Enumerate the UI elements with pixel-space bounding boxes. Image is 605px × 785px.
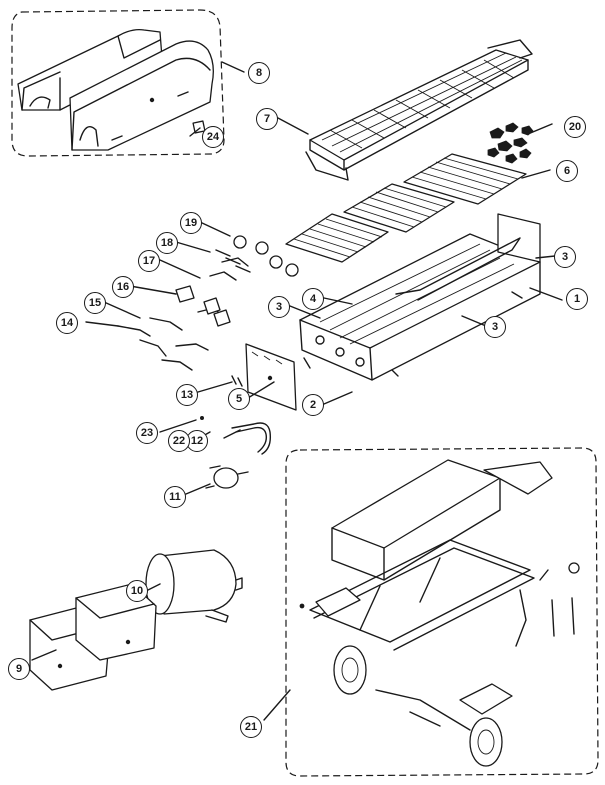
callout-21[interactable]: 21	[240, 716, 262, 738]
callout-23[interactable]: 23	[136, 422, 158, 444]
callout-10[interactable]: 10	[126, 580, 148, 602]
callout-15[interactable]: 15	[84, 292, 106, 314]
regulator	[205, 465, 249, 489]
callout-12[interactable]: 12	[186, 430, 208, 452]
callout-3-left[interactable]: 3	[268, 296, 290, 318]
callout-24[interactable]: 24	[202, 126, 224, 148]
callout-20[interactable]: 20	[564, 116, 586, 138]
gas-cylinder	[145, 549, 243, 623]
callout-9[interactable]: 9	[8, 658, 30, 680]
callout-8[interactable]: 8	[248, 62, 270, 84]
callout-18[interactable]: 18	[156, 232, 178, 254]
callout-1[interactable]: 1	[566, 288, 588, 310]
callout-7[interactable]: 7	[256, 108, 278, 130]
callout-14[interactable]: 14	[56, 312, 78, 334]
cart-frame	[299, 459, 580, 767]
cooking-grates	[285, 153, 527, 263]
callout-16[interactable]: 16	[112, 276, 134, 298]
lid-assembly	[17, 28, 214, 151]
callout-4[interactable]: 4	[302, 288, 324, 310]
tank-brackets	[29, 583, 157, 691]
callout-3-right[interactable]: 3	[484, 316, 506, 338]
gas-hose	[199, 415, 272, 455]
lid-clip-part	[192, 120, 206, 134]
burner-valves	[117, 235, 299, 371]
warming-grate	[305, 39, 533, 181]
callout-11[interactable]: 11	[164, 486, 186, 508]
callout-13[interactable]: 13	[176, 384, 198, 406]
callout-22[interactable]: 22	[168, 430, 190, 452]
callout-17[interactable]: 17	[138, 250, 160, 272]
firebox	[299, 213, 541, 381]
callout-6[interactable]: 6	[556, 160, 578, 182]
callout-3-top[interactable]: 3	[554, 246, 576, 268]
control-panel	[231, 343, 297, 411]
cart-group-box	[285, 447, 599, 777]
callout-19[interactable]: 19	[180, 212, 202, 234]
leader-lines	[31, 61, 563, 721]
callout-2[interactable]: 2	[302, 394, 324, 416]
lava-rocks	[487, 122, 534, 164]
callout-5[interactable]: 5	[228, 388, 250, 410]
